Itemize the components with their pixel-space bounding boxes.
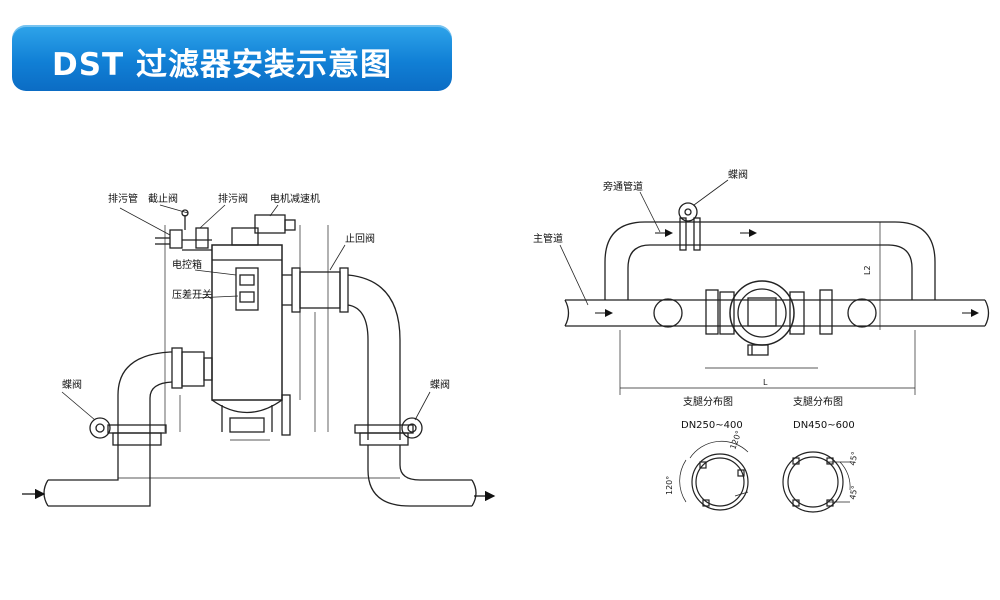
outlet-riser (347, 274, 401, 440)
control-box (235, 267, 259, 311)
dim-label-l: L (763, 378, 768, 387)
left-view (43, 209, 477, 507)
title-banner: DST 过滤器安装示意图 (12, 25, 452, 91)
bypass-pipe (604, 221, 936, 300)
support-small-range: DN250~400 (681, 420, 743, 431)
support-small-angle-left: 120° (665, 476, 674, 495)
support-small-diagram (679, 440, 749, 511)
label-motor-reducer: 电机减速机 (270, 192, 320, 205)
support-small-title: 支腿分布图 (683, 396, 733, 408)
support-small-angle-top: 120° (728, 429, 743, 450)
label-stop-valve: 截止阀 (148, 192, 178, 205)
label-drain-valve: 排污阀 (218, 192, 248, 205)
support-large-range: DN450~600 (793, 420, 855, 431)
support-large-angle-b: 45° (848, 485, 859, 501)
right-view (564, 202, 990, 395)
inlet-pipe (48, 448, 151, 507)
label-bypass-butterfly-valve: 蝶阀 (728, 168, 748, 181)
support-large-angle-a: 45° (848, 451, 859, 467)
label-control-box: 电控箱 (172, 258, 202, 271)
label-main-pipe: 主管道 (533, 232, 563, 245)
label-drain-pipe: 排污管 (108, 192, 138, 205)
filter-top-view (729, 280, 795, 346)
support-large-title: 支腿分布图 (793, 396, 843, 408)
inlet-riser (117, 351, 173, 448)
label-butterfly-valve-left: 蝶阀 (62, 378, 82, 391)
label-diff-pressure-switch: 压差开关 (172, 288, 212, 301)
outlet-pipe (367, 445, 472, 507)
label-bypass-pipe: 旁通管道 (603, 180, 643, 193)
page-title: DST 过滤器安装示意图 (52, 47, 392, 83)
dim-label-l2: L2 (863, 265, 872, 275)
label-butterfly-valve-right: 蝶阀 (430, 378, 450, 391)
support-large-diagram (782, 451, 851, 513)
label-check-valve: 止回阀 (345, 232, 375, 245)
